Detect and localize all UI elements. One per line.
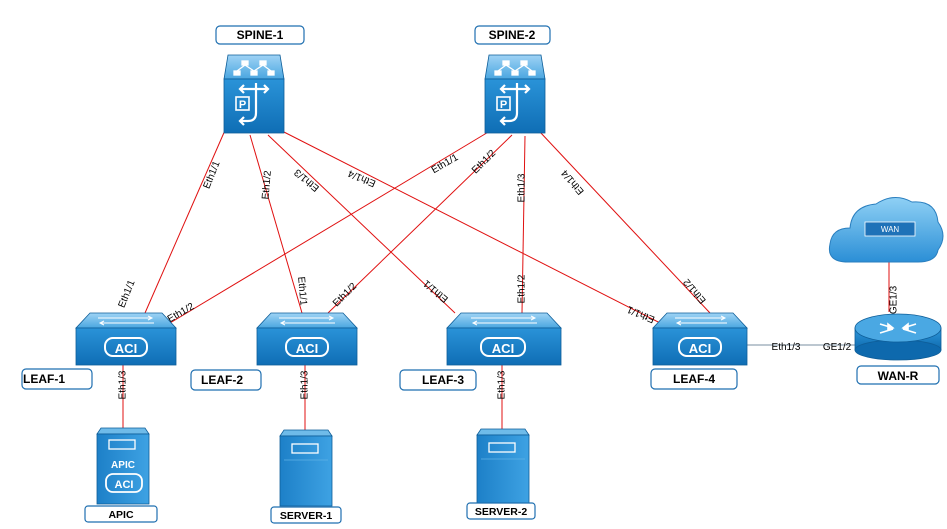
port-label: Eth1/1 <box>625 303 656 325</box>
server-2-label-box <box>466 502 536 520</box>
svg-text:ACI: ACI <box>689 341 711 356</box>
port-label: Eth1/2 <box>517 274 528 303</box>
spine-1-label-box <box>215 25 305 45</box>
server-1-label: SERVER-1 <box>280 510 332 522</box>
wan-r-label: WAN-R <box>878 369 919 383</box>
port-label: GE1/2 <box>823 342 852 353</box>
port-label: Eth1/1 <box>430 152 461 176</box>
port-label: Eth1/2 <box>331 281 360 310</box>
port-label: Eth1/1 <box>421 277 451 304</box>
port-label: Eth1/4 <box>559 167 586 197</box>
apic-server-icon: APIC ACI <box>96 427 150 505</box>
port-label: GE1/3 <box>889 285 900 314</box>
aci-leaf-switch-icon: ACI <box>446 312 562 366</box>
server-2-node[interactable]: SERVER-2 <box>466 428 536 520</box>
port-label: Eth1/2 <box>260 170 274 200</box>
leaf-2-label-box <box>190 369 262 391</box>
links <box>122 127 890 430</box>
server-1-label-box <box>270 506 342 524</box>
apic-node[interactable]: APIC ACI APIC <box>84 427 158 523</box>
leaf-4-label-box <box>650 368 738 390</box>
server-1-node[interactable]: SERVER-1 <box>270 429 342 524</box>
aci-leaf-switch-icon: ACI <box>75 312 177 366</box>
svg-text:ACI: ACI <box>115 479 134 491</box>
link-spine1-leaf2[interactable] <box>249 134 303 314</box>
server-icon <box>279 429 333 507</box>
cloud-icon: WAN <box>828 197 944 263</box>
server-icon <box>476 428 530 506</box>
leaf-1-node[interactable]: ACI LEAF-1 <box>21 312 177 390</box>
leaf-1-label-box <box>21 368 93 390</box>
svg-text:ACI: ACI <box>296 341 318 356</box>
link-spine1-leaf1[interactable] <box>144 127 227 314</box>
port-label: Eth1/2 <box>470 148 499 177</box>
svg-text:APIC: APIC <box>111 460 135 471</box>
port-label: Eth1/2 <box>681 276 708 306</box>
router-icon <box>854 313 942 361</box>
port-label: Eth1/3 <box>497 370 508 399</box>
spine-1-label: SPINE-1 <box>237 28 284 42</box>
port-label: Eth1/3 <box>300 370 311 399</box>
link-spine2-leaf2[interactable] <box>327 134 513 314</box>
spine-switch-icon: P <box>223 54 285 134</box>
aci-leaf-switch-icon: ACI <box>652 312 748 366</box>
link-spine2-leaf3[interactable] <box>521 135 526 314</box>
apic-label: APIC <box>108 509 134 521</box>
apic-label-box <box>84 505 158 523</box>
port-label: Eth1/1 <box>295 276 309 306</box>
spine-1-node[interactable]: SPINE-1 P <box>215 25 305 134</box>
port-label: Eth1/3 <box>517 173 528 202</box>
port-label: Eth1/3 <box>292 166 322 193</box>
link-spine2-leaf4[interactable] <box>539 131 711 314</box>
leaf-2-node[interactable]: ACI LEAF-2 <box>190 312 358 391</box>
leaf-2-label: LEAF-2 <box>201 373 243 387</box>
aci-leaf-switch-icon: ACI <box>256 312 358 366</box>
port-label: Eth1/1 <box>202 159 223 190</box>
leaf-3-label-box <box>399 369 477 391</box>
port-label: Eth1/1 <box>117 278 138 309</box>
server-2-label: SERVER-2 <box>475 506 527 518</box>
spine-switch-icon: P <box>484 54 546 134</box>
leaf-1-label: LEAF-1 <box>23 372 65 386</box>
svg-text:ACI: ACI <box>492 341 514 356</box>
spine-2-label-box <box>474 25 551 45</box>
wan-cloud-node[interactable]: WAN <box>828 197 944 263</box>
port-label: Eth1/3 <box>772 342 801 353</box>
leaf-4-label: LEAF-4 <box>673 372 715 386</box>
wan-router-node[interactable]: WAN-R <box>854 313 942 385</box>
link-spine2-leaf1[interactable] <box>164 127 496 327</box>
leaf-3-label: LEAF-3 <box>422 373 464 387</box>
link-spine1-leaf3[interactable] <box>267 134 456 314</box>
port-label: Eth1/4 <box>346 167 377 189</box>
svg-text:P: P <box>239 99 246 111</box>
wan-r-label-box <box>856 365 940 385</box>
leaf-4-node[interactable]: ACI LEAF-4 <box>650 312 748 390</box>
leaf-3-node[interactable]: ACI LEAF-3 <box>399 312 562 391</box>
svg-text:ACI: ACI <box>115 341 137 356</box>
spine-2-node[interactable]: SPINE-2 P <box>474 25 551 134</box>
svg-text:P: P <box>500 99 507 111</box>
port-label: Eth1/3 <box>118 370 129 399</box>
spine-2-label: SPINE-2 <box>489 28 536 42</box>
link-spine1-leaf4[interactable] <box>279 129 669 328</box>
wan-label: WAN <box>881 225 900 234</box>
